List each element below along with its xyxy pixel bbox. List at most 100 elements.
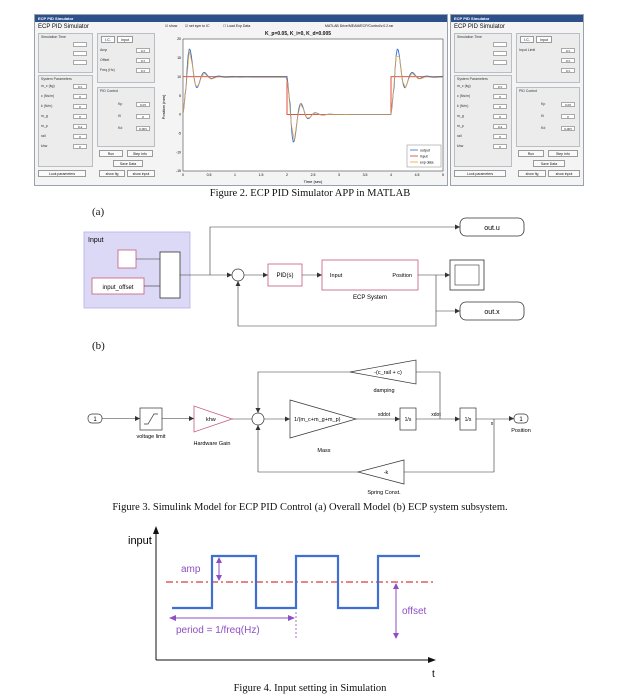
input-field[interactable]: 0.5 — [561, 58, 575, 63]
y-tick-label: 15 — [177, 56, 181, 60]
param-field[interactable]: 0.5 — [493, 84, 507, 89]
param-field[interactable]: 0 — [73, 144, 87, 149]
panel-title: System Parameters — [457, 77, 488, 81]
panel-title: PID Control — [519, 89, 538, 93]
sim-time-field[interactable] — [493, 60, 507, 65]
saturation-icon — [144, 413, 158, 425]
input-field[interactable]: 0.5 — [136, 58, 150, 63]
input-label: Amp — [100, 48, 108, 52]
run-button[interactable]: Run — [518, 150, 544, 157]
pid-label: Kd — [118, 126, 123, 130]
param-field[interactable]: 0 — [493, 134, 507, 139]
panel-title: PID Control — [100, 89, 119, 93]
param-field[interactable]: 0.4 — [73, 124, 87, 129]
x-tick-label: 1 — [234, 173, 236, 177]
offset-arrow-head — [393, 583, 399, 589]
legend-box — [406, 144, 442, 168]
y-tick-label: 5 — [179, 94, 181, 98]
spring-gain-block — [356, 459, 405, 485]
connector-line — [416, 371, 441, 419]
tab-input[interactable]: Input — [536, 36, 552, 43]
tab-input[interactable]: Input — [117, 36, 133, 43]
pid-field[interactable]: 0.05 — [136, 102, 150, 107]
show-input-button[interactable]: show input — [127, 170, 155, 177]
pid-field[interactable]: 0.005 — [136, 126, 150, 131]
step-info-button[interactable]: Step Info — [127, 150, 153, 157]
show-checkbox[interactable]: ☑ show — [165, 24, 178, 28]
show-fig-button[interactable]: show fig — [518, 170, 546, 177]
amp-arrow-head — [216, 557, 222, 563]
save-data-button[interactable]: Save Data — [533, 160, 565, 167]
arrow-head — [235, 281, 241, 286]
param-field[interactable]: 0 — [493, 114, 507, 119]
y-tick-label: -5 — [178, 131, 181, 135]
look-parameters-button[interactable]: Look parameters — [454, 170, 506, 177]
x-tick-label: 4 — [390, 173, 392, 177]
sum-junction — [251, 412, 265, 426]
spring-label: Spring Const. — [367, 490, 401, 496]
look-parameters-button[interactable]: Look parameters — [38, 170, 86, 177]
arrow-head — [135, 416, 140, 421]
damping-gain-text: -(c_rail + c) — [374, 370, 402, 376]
save-data-button[interactable]: Save Data — [113, 160, 143, 167]
run-button[interactable]: Run — [99, 150, 123, 157]
arrow-head — [509, 416, 514, 421]
input-panel: I.C. Input Input Limit 0.5 0.5 0.5 — [516, 33, 580, 83]
step-info-button[interactable]: Step Info — [548, 150, 578, 157]
integrator-2-label: 1/s — [465, 417, 472, 423]
param-field[interactable]: 0 — [73, 104, 87, 109]
param-field[interactable]: 0 — [73, 94, 87, 99]
input-field[interactable]: 0.5 — [561, 68, 575, 73]
sim-time-field[interactable] — [493, 51, 507, 56]
param-label: m_p — [457, 124, 464, 128]
param-field[interactable]: 0 — [73, 134, 87, 139]
x-label: x — [491, 421, 494, 427]
period-arrow-head — [169, 615, 176, 621]
param-field[interactable]: 0 — [493, 144, 507, 149]
tab-ic[interactable]: I.C. — [520, 36, 534, 43]
input-field[interactable]: 0.5 — [561, 48, 575, 53]
pid-field[interactable]: 0 — [136, 114, 150, 119]
param-field[interactable]: 0.4 — [493, 124, 507, 129]
param-label: k (N/m) — [457, 104, 469, 108]
input-field[interactable]: 0.5 — [136, 68, 150, 73]
pid-field[interactable]: 0.05 — [561, 102, 575, 107]
pid-field[interactable]: 0.005 — [561, 126, 575, 131]
load-exp-data-checkbox[interactable]: ☐ Load Exp Data — [223, 24, 251, 28]
pid-label: Kd — [541, 126, 546, 130]
param-label: m_p — [41, 124, 48, 128]
param-label: m_g — [457, 114, 464, 118]
param-label: k (N/m) — [41, 104, 53, 108]
amp-label: amp — [181, 564, 201, 575]
sim-time-field[interactable] — [73, 60, 87, 65]
arrow-head — [455, 416, 460, 422]
y-axis-arrow — [153, 526, 159, 534]
sim-time-field[interactable] — [493, 42, 507, 47]
show-input-button[interactable]: show input — [548, 170, 580, 177]
subfigure-a-label: (a) — [92, 206, 105, 218]
param-field[interactable]: 0.5 — [73, 84, 87, 89]
y-axis-label: input — [128, 535, 152, 547]
set-sym-ic-checkbox[interactable]: ☑ set sym to IC — [185, 24, 210, 28]
param-field[interactable]: 0 — [73, 114, 87, 119]
x-axis-arrow — [428, 657, 436, 663]
tab-ic[interactable]: I.C. — [101, 36, 115, 43]
sim-time-field[interactable] — [73, 42, 87, 47]
y-tick-label: -15 — [176, 169, 181, 173]
arrow-head — [255, 408, 261, 413]
arrow-head — [455, 224, 460, 230]
input-field[interactable]: 0.5 — [136, 48, 150, 53]
param-label: m_c (kg) — [457, 84, 471, 88]
input-label: Offset — [100, 58, 110, 62]
param-label: rail — [457, 134, 462, 138]
mass-label: Mass — [317, 448, 330, 454]
input-offset-label: input_offset — [103, 285, 134, 291]
input-label: Freq (Hz) — [100, 68, 115, 72]
pid-field[interactable]: 0 — [561, 114, 575, 119]
param-field[interactable]: 0 — [493, 104, 507, 109]
subfigure-b-label: (b) — [92, 340, 105, 352]
show-fig-button[interactable]: show fig — [99, 170, 125, 177]
app-title: ECP PID Simulator — [38, 24, 89, 30]
param-field[interactable]: 0 — [493, 94, 507, 99]
sim-time-field[interactable] — [73, 51, 87, 56]
